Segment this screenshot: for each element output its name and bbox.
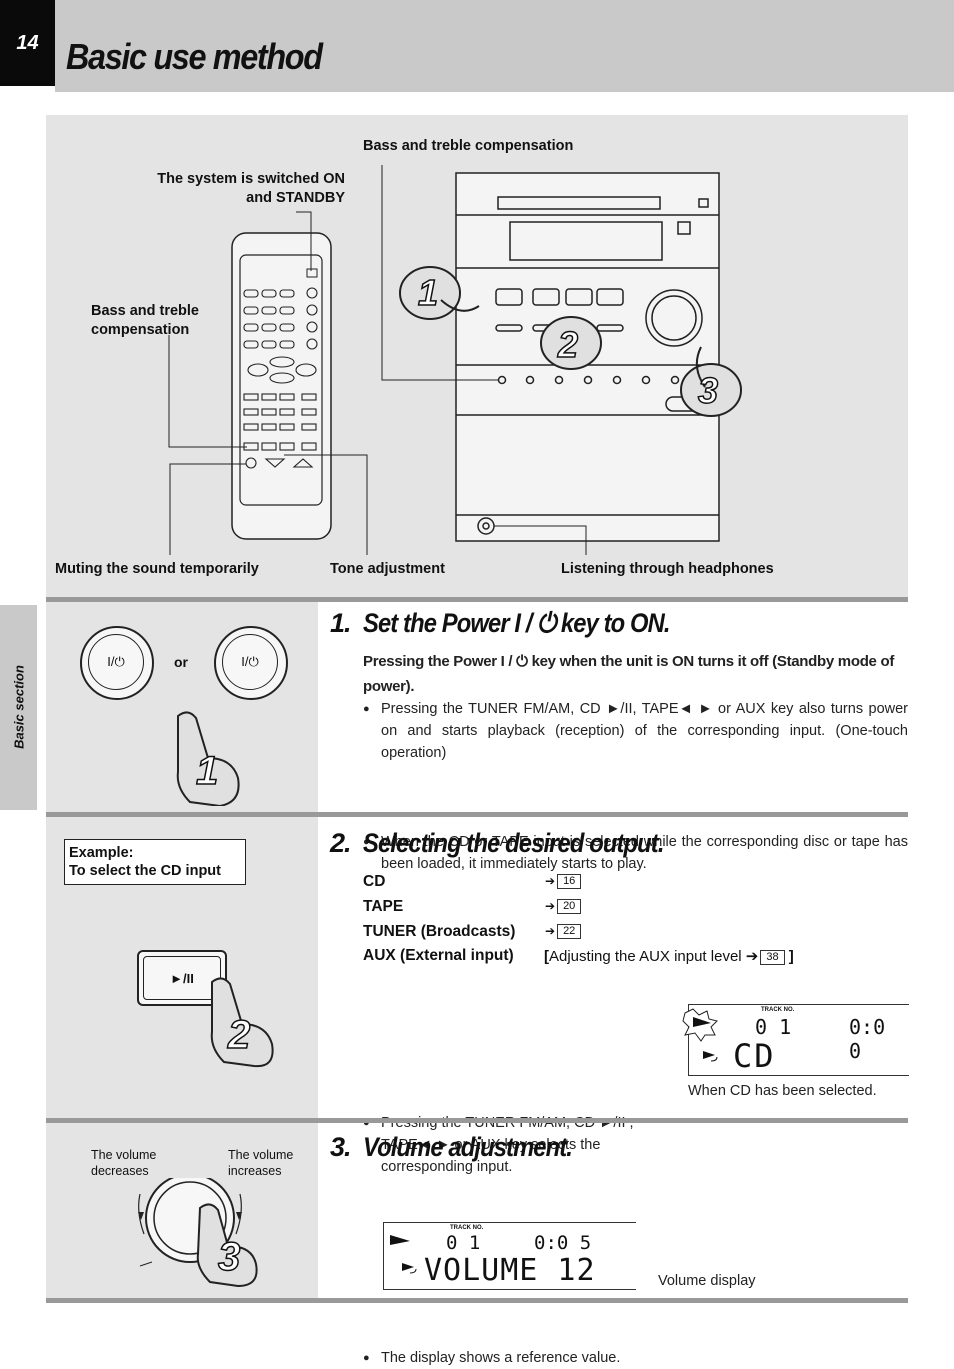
power-key-left: I/⏻ <box>80 626 154 700</box>
or-label: or <box>174 654 188 670</box>
label-volume-decreases: The volume decreases <box>91 1148 157 1178</box>
volume-knob-illustration: 3 <box>138 1178 258 1288</box>
cd-display-main: CD <box>733 1037 776 1075</box>
label-muting: Muting the sound temporarily <box>55 561 259 577</box>
step-hand-icons: 1 2 3 <box>399 266 742 417</box>
diagram-step-2: 2 <box>557 324 578 365</box>
step2-number: 2. <box>330 828 352 858</box>
section-divider-3 <box>46 1118 908 1123</box>
step1-bullet-1: Pressing the TUNER FM/AM, CD ►/II, TAPE◄… <box>363 698 908 764</box>
step1-number: 1. <box>330 608 352 638</box>
example-text: To select the CD input <box>69 863 221 879</box>
step1-bullet-2: When the CD or TAPE input is selected wh… <box>363 831 908 875</box>
step1-title: Set the Power I / ⏻ key to ON. <box>363 608 671 638</box>
cd-display-caption: When CD has been selected. <box>688 1083 877 1099</box>
section-divider-2 <box>46 812 908 817</box>
play-indicator-icon <box>682 1008 718 1062</box>
svg-text:1: 1 <box>196 749 218 793</box>
output-aux: AUX (External input) <box>363 947 514 964</box>
cd-display-track: 0 1 <box>755 1015 792 1039</box>
volume-display-main: VOLUME 12 <box>424 1253 596 1288</box>
side-tab-label: Basic section <box>11 665 27 749</box>
volume-display-track-label: TRACK NO. <box>450 1225 484 1231</box>
section-divider-4 <box>46 1298 908 1303</box>
label-bass-treble-top: Bass and treble compensation <box>363 138 574 154</box>
hand-pointer-icon-1: 1 <box>176 711 240 806</box>
main-unit-illustration <box>455 172 720 542</box>
hand-pointer-icon-2: 2 <box>210 977 274 1068</box>
output-cd: CD <box>363 873 386 890</box>
power-key-right: I/⏻ <box>214 626 288 700</box>
volume-display-time: 0:0 5 <box>534 1232 592 1254</box>
diagram-step-3: 3 <box>698 370 718 411</box>
volume-display-track: 0 1 <box>446 1232 481 1254</box>
power-key-right-label: I/⏻ <box>222 634 278 690</box>
step3-title: Volume adjustment. <box>363 1132 573 1162</box>
system-diagram: 1 2 3 <box>168 165 742 555</box>
example-box: Example: To select the CD input <box>64 839 246 885</box>
svg-text:2: 2 <box>227 1013 250 1057</box>
page-title: Basic use method <box>66 36 323 77</box>
label-volume-increases: The volume increases <box>228 1148 294 1178</box>
label-tone: Tone adjustment <box>330 561 445 577</box>
label-bass-treble-left: Bass and treble compensation <box>91 303 199 338</box>
output-aux-note: [Adjusting the AUX input level ➔38 ] <box>544 948 794 965</box>
step2-title: Selecting the desired output. <box>363 828 664 858</box>
page-number: 14 <box>0 0 55 86</box>
cd-display-track-label: TRACK NO. <box>761 1007 795 1013</box>
svg-text:3: 3 <box>218 1235 240 1279</box>
side-tab <box>0 605 37 810</box>
output-tape-ref: ➔20 <box>545 899 582 915</box>
volume-display-panel: TRACK NO. 0 1 0:0 5 VOLUME 12 <box>383 1222 636 1290</box>
remote-control-illustration <box>231 232 332 540</box>
section-divider-1 <box>46 597 908 602</box>
diagram-step-1: 1 <box>418 272 438 313</box>
power-key-left-label: I/⏻ <box>88 634 144 690</box>
label-headphones: Listening through headphones <box>561 561 774 577</box>
volume-display-caption: Volume display <box>658 1273 756 1289</box>
step3-bullet: The display shows a reference value. <box>363 1347 781 1369</box>
hand-pointer-icon-3 <box>196 1203 258 1288</box>
step1-lead: Pressing the Power I / ⏻ key when the un… <box>363 653 895 695</box>
cd-display-time: 0:0 0 <box>849 1015 886 1063</box>
output-tape: TAPE <box>363 898 404 915</box>
step3-number: 3. <box>330 1132 352 1162</box>
output-tuner-ref: ➔22 <box>545 924 582 940</box>
header-band <box>55 0 954 92</box>
example-label: Example: <box>69 845 134 861</box>
output-tuner: TUNER (Broadcasts) <box>363 923 516 940</box>
cd-display-panel: TRACK NO. 0 1 0:0 0 CD <box>682 1004 909 1076</box>
volume-display-indicator-icon <box>390 1235 417 1274</box>
label-power-standby: The system is switched ON and STANDBY <box>157 171 345 206</box>
output-cd-ref: ➔16 <box>545 874 582 890</box>
